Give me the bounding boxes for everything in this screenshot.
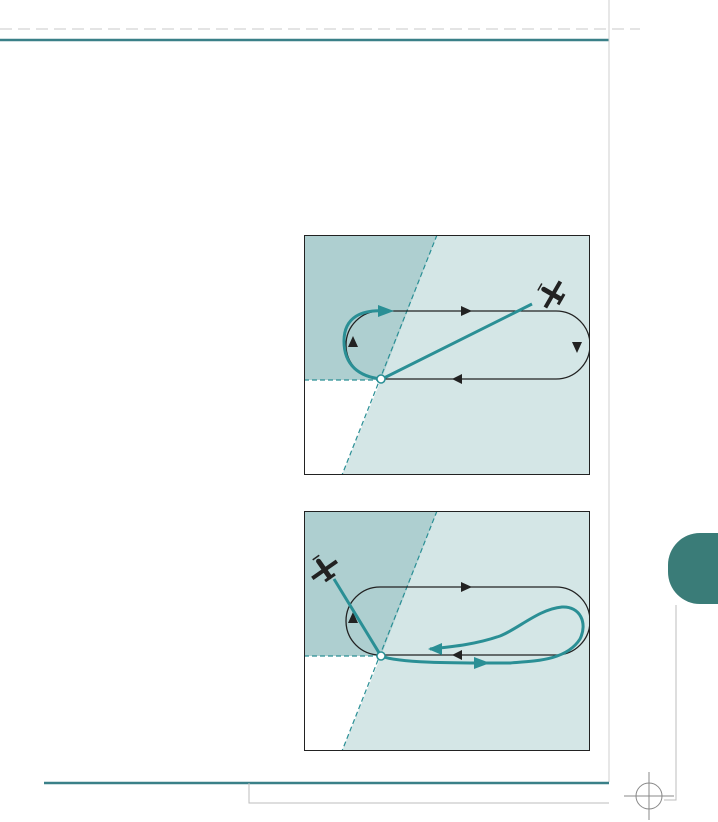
direction-arrow-icon [452, 650, 462, 660]
flight-path-arrow-icon [378, 305, 394, 317]
teal-flight-path [342, 302, 533, 381]
direction-arrow-icon [461, 582, 472, 592]
direction-arrow-icon [572, 342, 582, 353]
white-sector [304, 656, 381, 751]
teal-flight-path [332, 578, 585, 665]
dark-sector [304, 235, 437, 380]
holding-pattern-racetrack [345, 310, 590, 380]
registration-mark-icon [624, 772, 674, 820]
direction-arrow-icon [461, 306, 472, 316]
sector-boundary-line [341, 235, 438, 475]
white-sector [304, 380, 381, 475]
direction-arrow-icon [348, 612, 358, 623]
direction-arrow-icon [348, 336, 358, 347]
flight-path-arrow-icon [474, 657, 490, 669]
holding-entry-diagram-1 [304, 235, 590, 475]
tab-guide-line [664, 605, 677, 801]
holding-fix [376, 374, 386, 384]
airplane-icon [537, 280, 566, 309]
holding-fix [376, 651, 386, 661]
holding-entry-diagram-2 [304, 511, 590, 751]
flight-path-arrow-icon [428, 643, 442, 655]
dark-sector [304, 511, 437, 656]
sector-boundary-line [341, 511, 438, 751]
chapter-tab [668, 533, 718, 604]
direction-arrow-icon [452, 374, 462, 384]
airplane-icon [311, 554, 339, 583]
bottom-slug-box [248, 783, 609, 804]
